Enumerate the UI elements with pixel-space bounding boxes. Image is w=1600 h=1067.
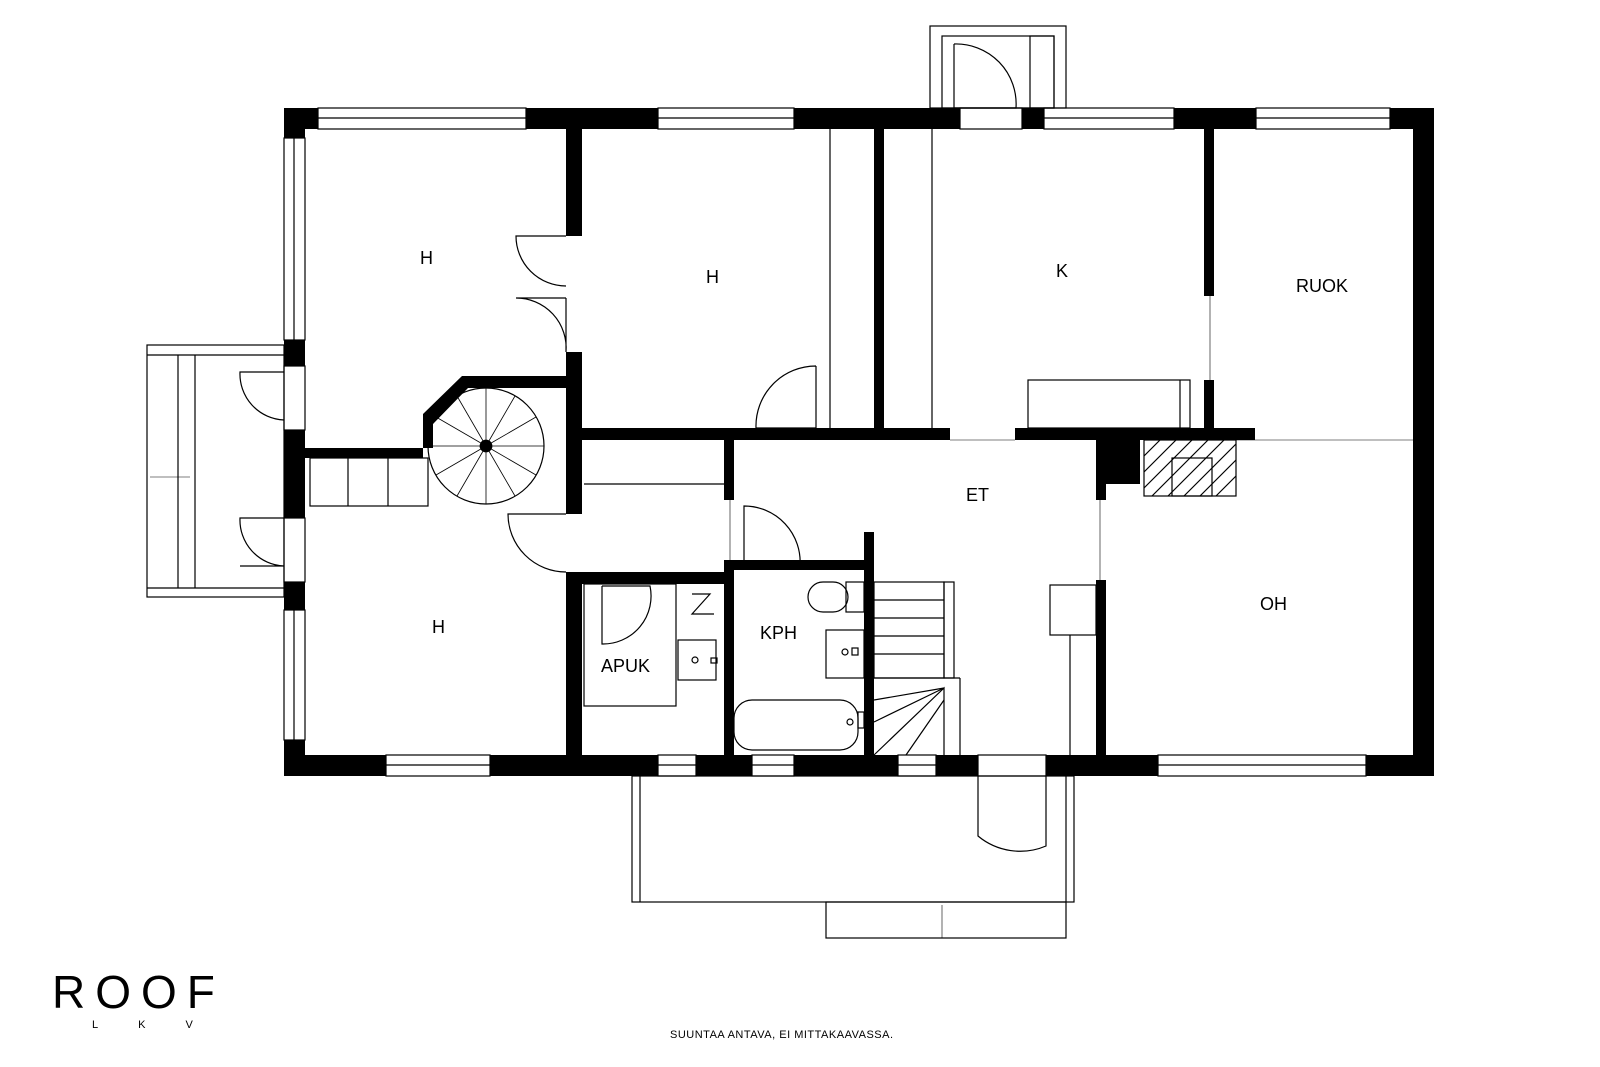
room-label-bedroom-top-middle: H xyxy=(706,267,719,287)
thin-lines xyxy=(146,25,1430,939)
room-label-bathroom: KPH xyxy=(760,623,797,643)
room-label-kitchen: K xyxy=(1056,261,1068,281)
room-label-dining: RUOK xyxy=(1296,276,1348,296)
disclaimer-text: SUUNTAA ANTAVA, EI MITTAKAAVASSA. xyxy=(670,1029,894,1041)
doors xyxy=(239,43,1047,852)
logo-lkv: LKV xyxy=(92,1019,233,1031)
spiral-stair xyxy=(428,388,544,504)
logo-roof: ROOF xyxy=(52,966,225,1018)
room-label-bedroom-bottom-left: H xyxy=(432,617,445,637)
fireplace xyxy=(1143,439,1237,497)
room-label-living-room: OH xyxy=(1260,594,1287,614)
walls xyxy=(284,108,1434,776)
room-label-hall: ET xyxy=(966,485,989,505)
room-label-utility: APUK xyxy=(601,656,650,676)
room-label-bedroom-top-left: H xyxy=(420,248,433,268)
